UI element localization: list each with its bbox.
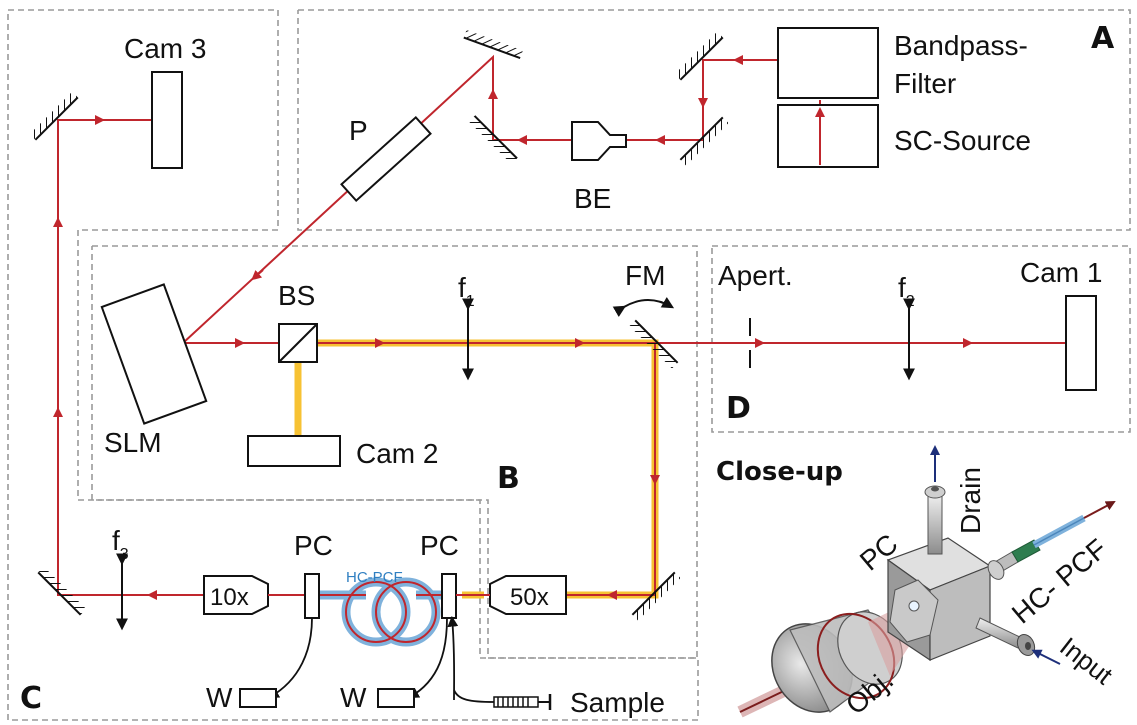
bandpass-label-line1: Bandpass- — [894, 30, 1028, 61]
closeup-drain-label: Drain — [955, 467, 986, 534]
cam1-box — [1065, 295, 1097, 391]
mirror-a-br — [679, 116, 729, 166]
cam3-box — [151, 71, 183, 169]
mirror-a-tr — [674, 31, 724, 81]
waste-box-left — [239, 688, 277, 708]
objective-50x — [489, 575, 567, 615]
cam1-label: Cam 1 — [1020, 257, 1102, 288]
sample-label: Sample — [570, 687, 665, 718]
cam2-box — [247, 435, 341, 467]
apert-label: Apert. — [718, 260, 793, 291]
mirror-a-bl — [468, 115, 518, 165]
f1-subscript: 1 — [466, 293, 475, 310]
w-right-label: W — [340, 682, 367, 713]
bs-label: BS — [278, 280, 315, 311]
cam2-label: Cam 2 — [356, 438, 438, 469]
fm-label: FM — [625, 260, 665, 291]
closeup-title: Close-up — [716, 457, 843, 487]
p-label: P — [349, 115, 368, 146]
sc-source-label: SC-Source — [894, 125, 1031, 156]
beam-expander — [571, 121, 627, 161]
closeup-illustration — [737, 445, 1116, 718]
region-a-border — [297, 9, 1131, 231]
pc-right-label: PC — [420, 530, 459, 561]
beam-splitter — [278, 323, 318, 363]
syringe-icon — [493, 694, 552, 710]
red-beam-arrows — [53, 55, 973, 600]
closeup-input-port — [975, 617, 1061, 665]
hc-pcf-label: HC-PCF — [346, 569, 403, 586]
f3-subscript: 3 — [120, 546, 129, 563]
slm-box — [100, 283, 208, 425]
closeup-fiber-port — [987, 501, 1116, 580]
flip-mirror — [629, 319, 679, 369]
closeup-pressure-cell — [886, 537, 992, 662]
mirror-a-top — [463, 30, 523, 60]
pressure-cell-right — [441, 573, 457, 619]
objective-10x-label: 10x — [210, 584, 249, 611]
mirror-b-br — [631, 571, 681, 621]
panel-label-d: D — [726, 391, 751, 426]
bandpass-label-line2: Filter — [894, 68, 956, 99]
closeup-input-label: Input — [1054, 631, 1119, 691]
bandpass-filter-box — [777, 27, 879, 99]
panel-label-c: C — [20, 681, 42, 716]
objective-10x — [203, 575, 269, 615]
f1-label: f1 — [458, 272, 475, 310]
w-left-label: W — [206, 682, 233, 713]
panel-label-b: B — [497, 461, 520, 496]
region-b-border — [91, 245, 698, 659]
yellow-beam-path — [294, 339, 659, 599]
f3-label: f3 — [112, 525, 129, 563]
slm-label: SLM — [104, 427, 162, 458]
cam3-label: Cam 3 — [124, 33, 206, 64]
mirror-c-top — [29, 91, 79, 141]
hc-pcf-fiber — [319, 577, 442, 647]
pressure-cell-left — [304, 573, 320, 619]
mirror-c-bottom — [37, 566, 87, 616]
f2-subscript: 2 — [906, 293, 915, 310]
be-label: BE — [574, 183, 611, 214]
region-d-border — [711, 245, 1131, 433]
sc-source-box — [777, 104, 879, 168]
polarizer — [340, 115, 432, 203]
yellow-beam-arrows — [372, 338, 660, 600]
waste-box-right — [377, 688, 415, 708]
panel-label-a: A — [1091, 21, 1115, 56]
flip-arrow-icon — [612, 296, 675, 318]
pc-left-label: PC — [294, 530, 333, 561]
tubing — [268, 615, 495, 703]
f2-label: f2 — [898, 272, 915, 310]
closeup-drain-port — [924, 445, 946, 555]
objective-50x-label: 50x — [510, 584, 549, 611]
